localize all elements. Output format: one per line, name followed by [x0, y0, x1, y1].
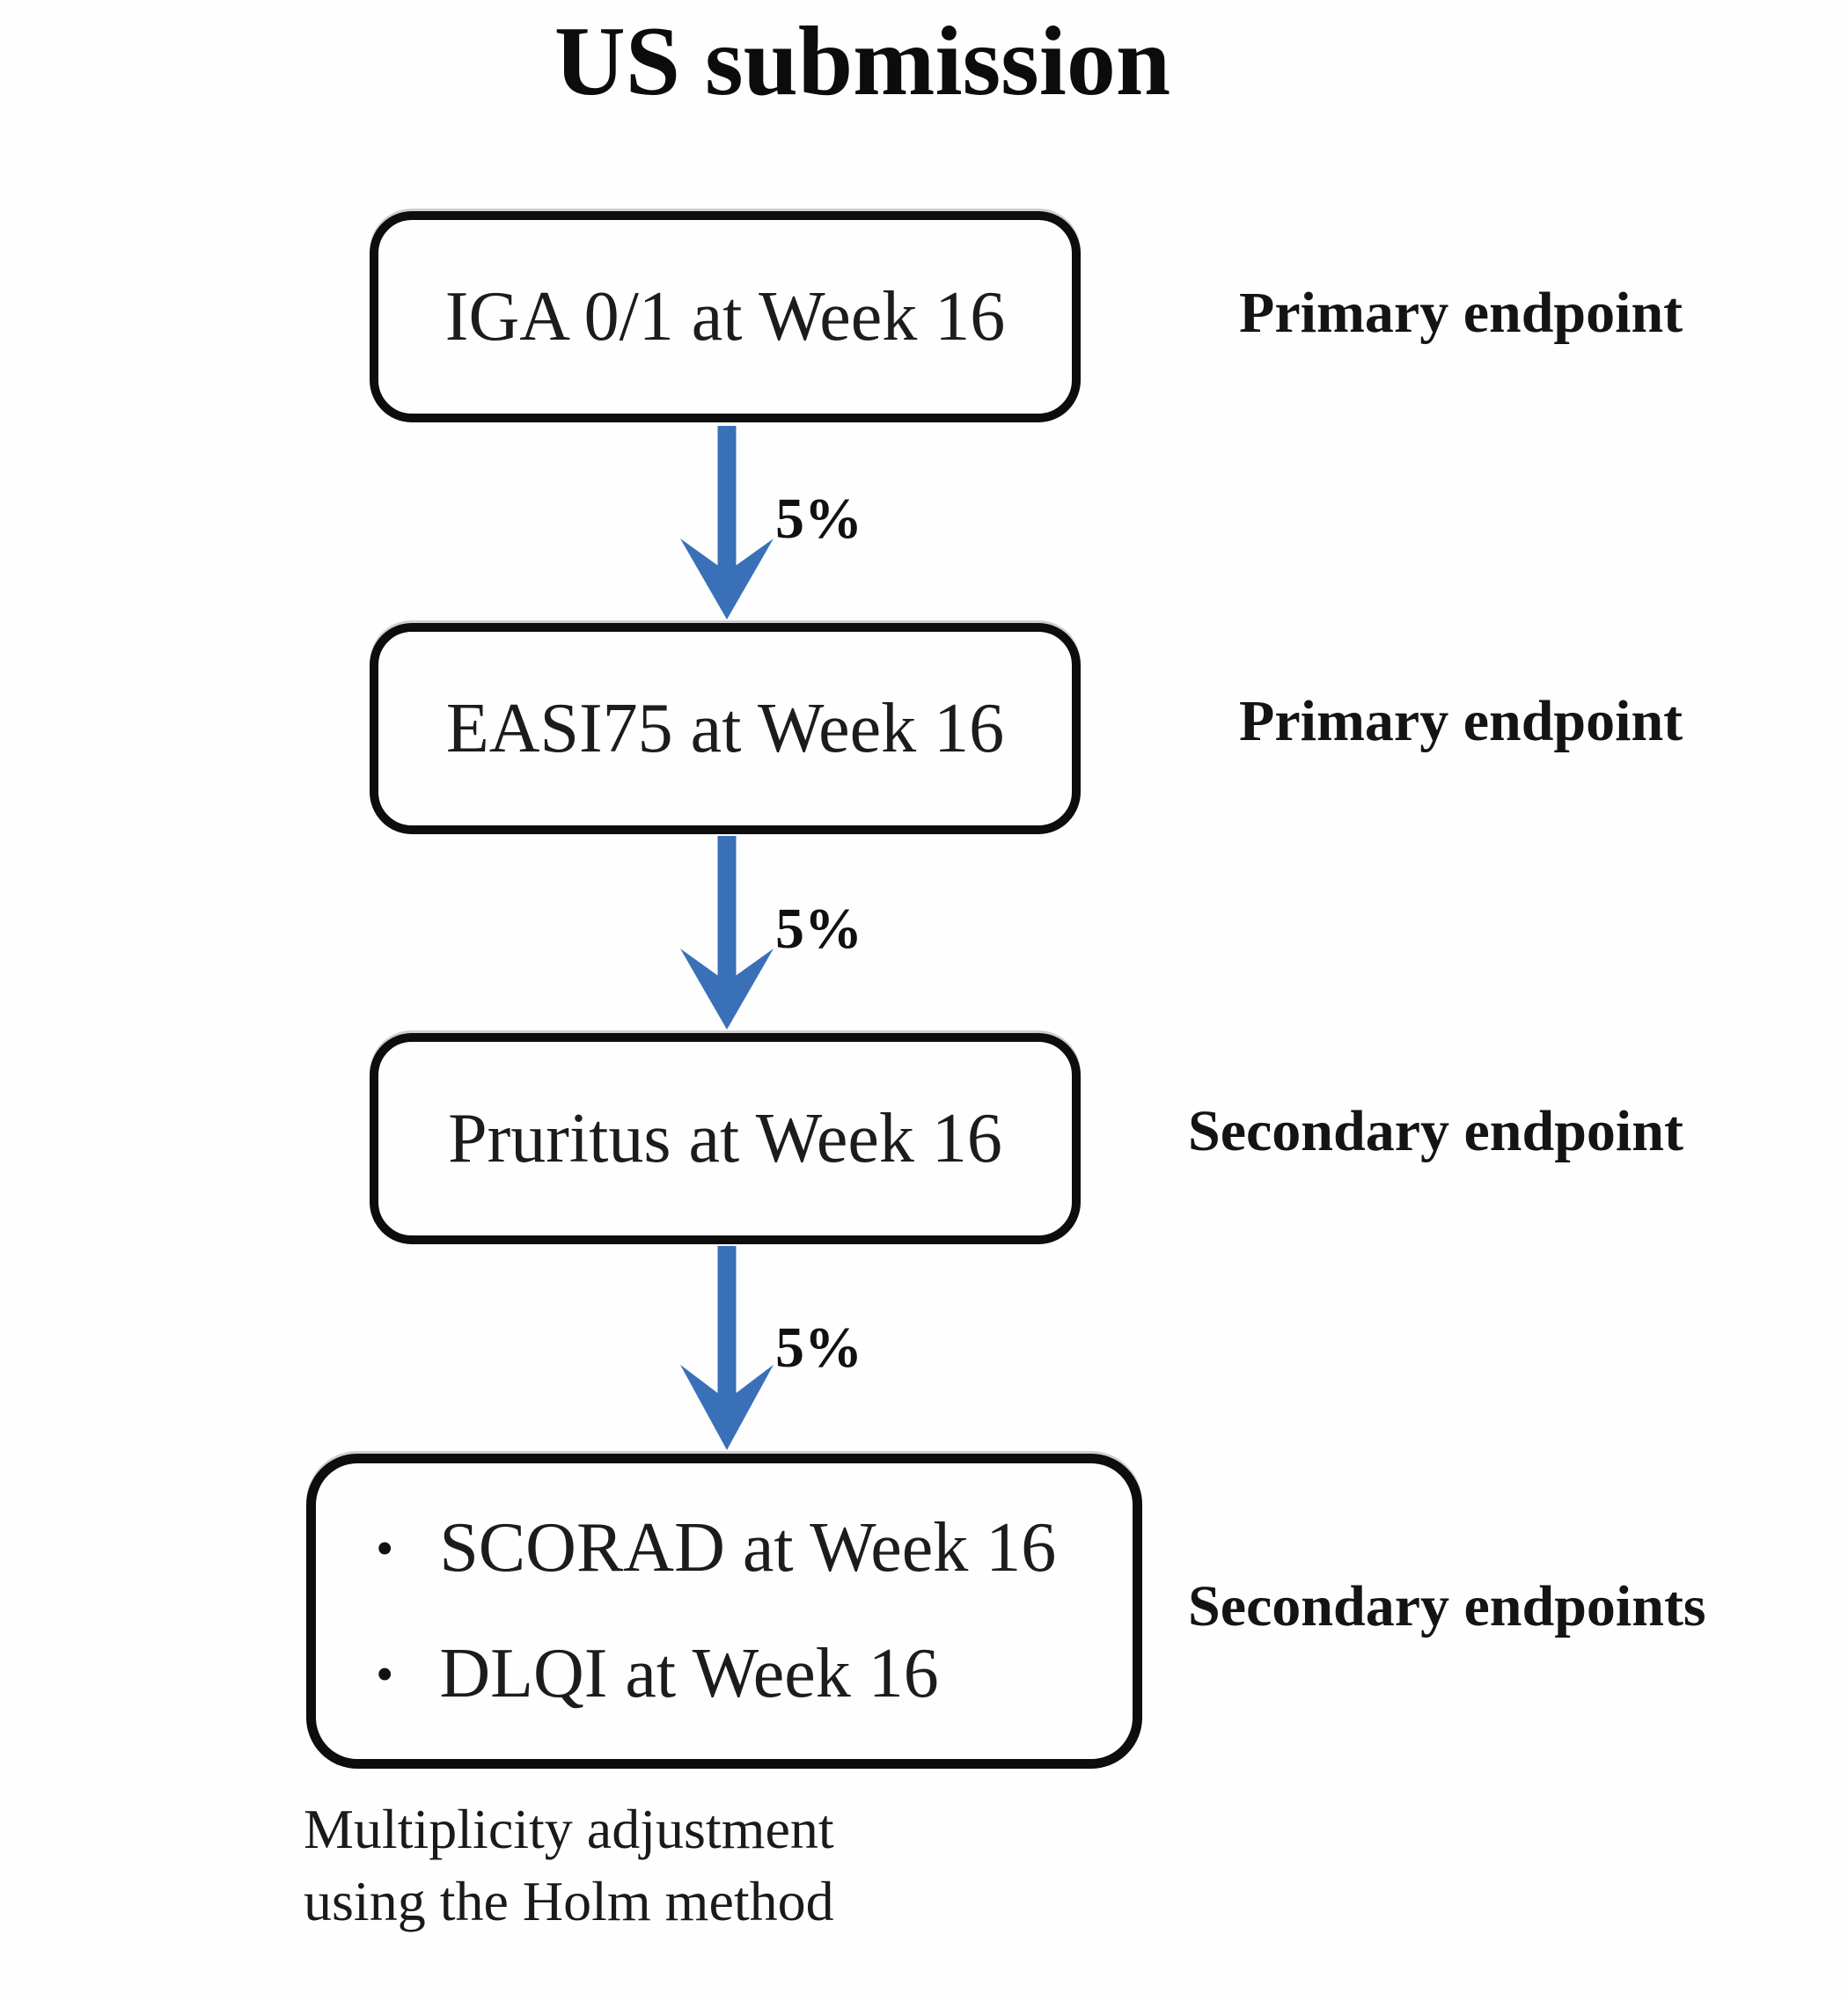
bullet-icon: •	[376, 1645, 394, 1703]
footnote-line2: using the Holm method	[304, 1869, 834, 1932]
endpoint-label-primary-2: Primary endpoint	[1239, 689, 1683, 753]
flow-box-scorad-text: SCORAD at Week 16	[439, 1509, 1057, 1587]
alpha-level-3: 5%	[775, 1316, 862, 1380]
flow-box-easi75: EASI75 at Week 16	[370, 623, 1081, 834]
list-item: • DLQI at Week 16	[376, 1634, 1133, 1714]
alpha-level-2: 5%	[775, 897, 862, 961]
list-item: • SCORAD at Week 16	[376, 1508, 1133, 1588]
alpha-level-1: 5%	[775, 487, 862, 551]
down-arrow-icon	[680, 836, 774, 1030]
diagram-title: US submission	[554, 7, 1171, 116]
footnote: Multiplicity adjustment using the Holm m…	[304, 1793, 834, 1938]
flow-box-pruritus: Pruritus at Week 16	[370, 1033, 1081, 1244]
flow-box-pruritus-text: Pruritus at Week 16	[448, 1099, 1002, 1177]
flow-box-dlqi-text: DLQI at Week 16	[439, 1635, 939, 1712]
flow-arrow-1: 5%	[670, 426, 862, 621]
flow-box-secondary-endpoints: • SCORAD at Week 16 • DLQI at Week 16	[306, 1454, 1142, 1769]
footnote-line1: Multiplicity adjustment	[304, 1798, 834, 1860]
down-arrow-icon	[680, 426, 774, 619]
flow-box-iga: IGA 0/1 at Week 16	[370, 211, 1081, 422]
endpoint-label-primary-1: Primary endpoint	[1239, 281, 1683, 345]
flow-arrow-2: 5%	[670, 836, 862, 1031]
endpoint-label-secondary-1: Secondary endpoint	[1188, 1099, 1683, 1163]
down-arrow-icon	[680, 1246, 774, 1450]
endpoint-label-secondary-2: Secondary endpoints	[1188, 1574, 1706, 1638]
flow-box-iga-text: IGA 0/1 at Week 16	[444, 277, 1006, 355]
flow-box-easi75-text: EASI75 at Week 16	[445, 689, 1005, 767]
flow-arrow-3: 5%	[670, 1246, 862, 1452]
bullet-icon: •	[376, 1519, 394, 1577]
